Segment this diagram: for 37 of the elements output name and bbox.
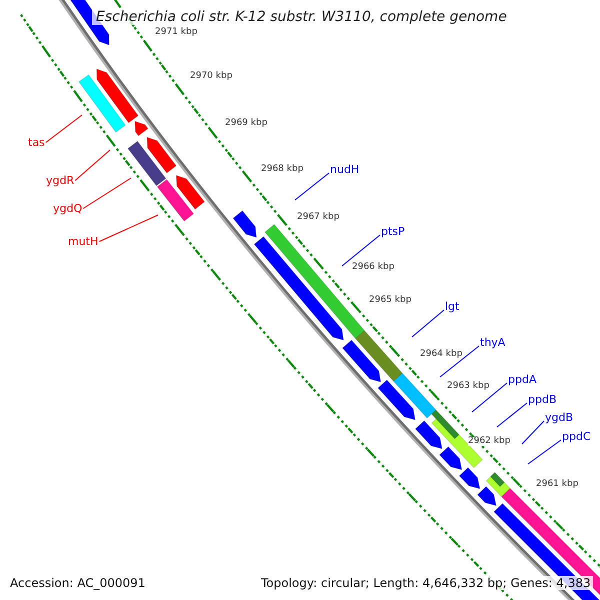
tick-label: 2969 kbp [225,119,268,128]
gene-label: nudH [330,164,360,175]
leader-line [294,172,330,200]
leader-line [522,420,544,444]
leader-line [82,178,132,209]
gene-label: ptsP [381,226,405,237]
leader-line [496,402,528,428]
tick-label: 2965 kbp [369,296,412,305]
gene-label: thyA [480,337,506,348]
gene-label: ppdB [528,394,556,405]
gene-label: ygdQ [53,203,82,214]
tick-label: 2966 kbp [352,263,394,272]
genome-summary-text: Topology: circular; Length: 4,646,332 bp; Genes: 4,383 [259,576,593,590]
accession-text: Accession: AC_000091 [8,576,148,590]
leader-line [74,150,110,181]
tick-label: 2962 kbp [468,437,510,446]
gene-label: tas [28,137,45,148]
tick-label: 2968 kbp [261,165,304,174]
gene-label: ygdR [46,175,74,186]
gene-label: ygdB [545,412,574,423]
tick-label: 2967 kbp [297,213,340,222]
leader-line [412,310,444,338]
leader-line [528,440,562,464]
leader-line [342,234,380,266]
tick-label: 2964 kbp [420,350,462,359]
gene-label: mutH [68,236,98,247]
leader-line [98,214,158,242]
tick-label: 2963 kbp [447,382,490,391]
tick-label: 2961 kbp [536,480,578,489]
tick-label: 2971 kbp [155,28,198,37]
leader-line [440,346,480,378]
gene-label: ppdA [508,374,536,385]
gene-label: lgt [445,301,460,312]
gene-label: ppdC [562,431,591,442]
tick-label: 2970 kbp [190,72,232,81]
leader-line [472,382,508,412]
leader-line [45,114,82,143]
